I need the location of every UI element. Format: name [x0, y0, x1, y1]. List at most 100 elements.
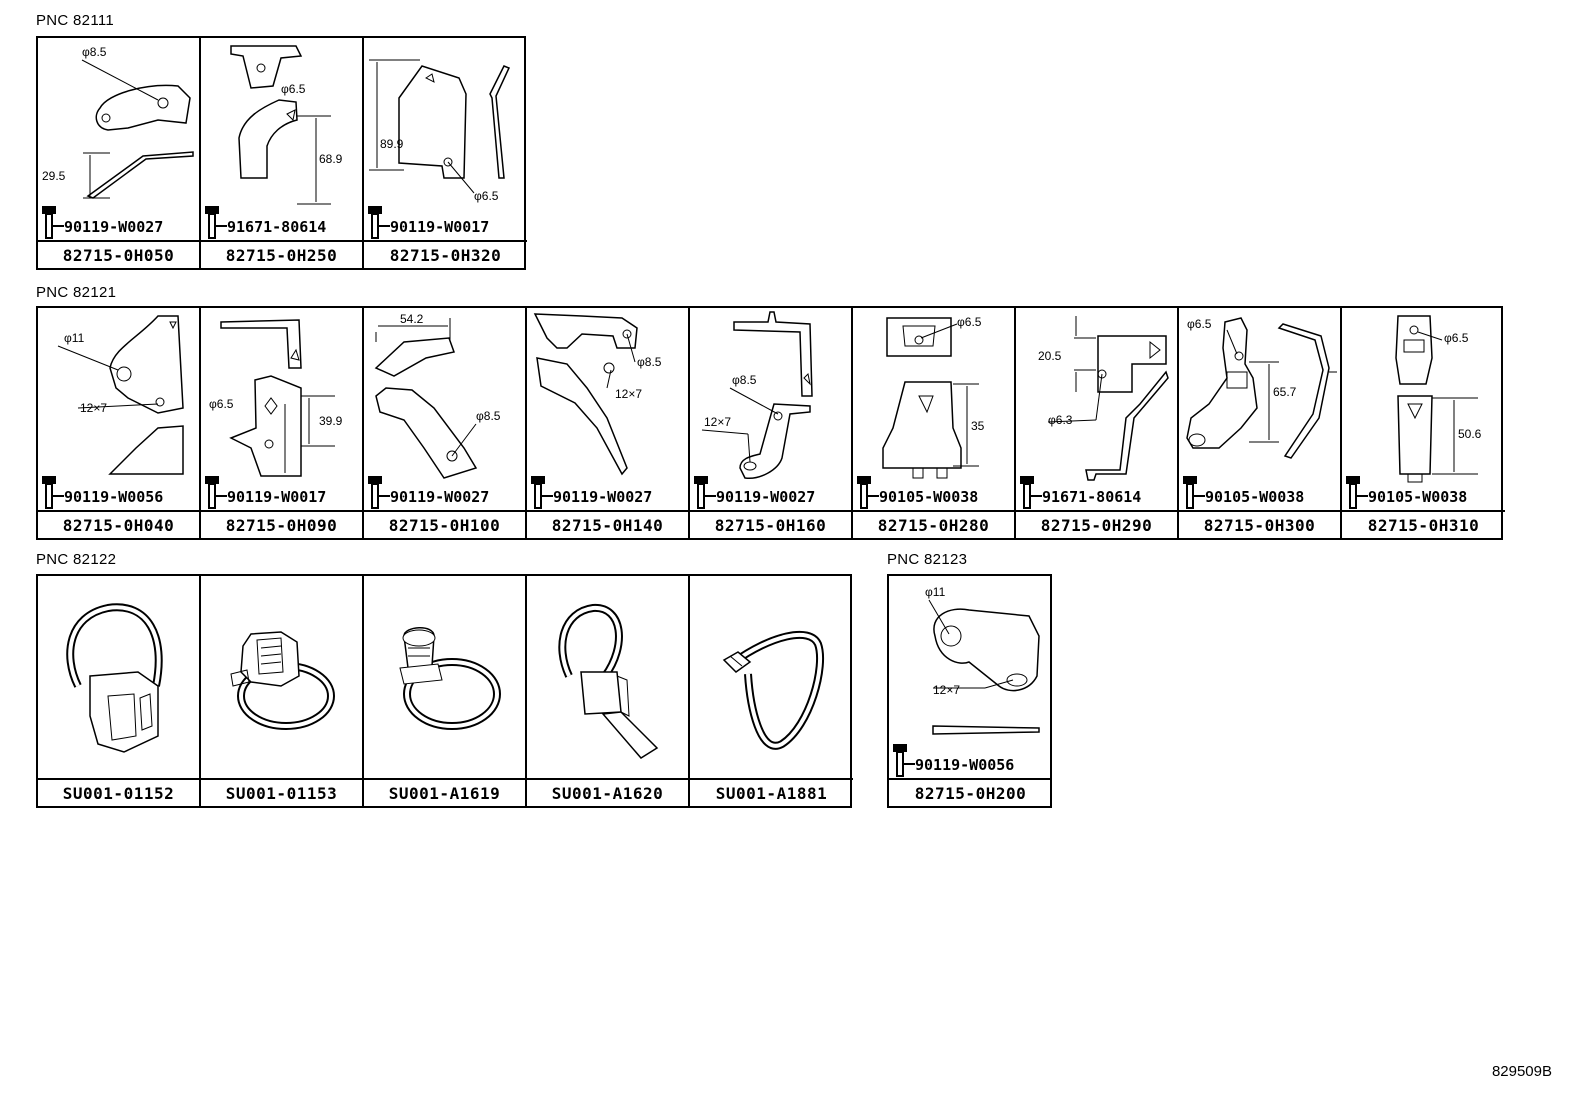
bolt-icon — [42, 476, 64, 509]
dim-label: 12×7 — [704, 415, 731, 429]
bracket-drawing: φ11 12×7 — [925, 585, 1040, 735]
bolt-part-number: 90119-W0027 — [716, 488, 816, 506]
bolt-icon — [531, 476, 553, 509]
part-cell[interactable]: φ6.5 39.9 90119-W0017 82715-0H090 — [201, 308, 364, 540]
dim-label: φ6.5 — [281, 82, 306, 96]
bolt-part-number: 90119-W0027 — [553, 488, 653, 506]
pnc-label-82123: PNC 82123 — [887, 551, 968, 568]
part-number[interactable]: 82715-0H040 — [38, 510, 199, 540]
part-cell[interactable]: φ6.5 65.7 90105-W0038 82715-0H300 — [1179, 308, 1342, 540]
part-number[interactable]: 82715-0H050 — [38, 240, 199, 270]
clamp-drawing — [722, 630, 825, 750]
part-number[interactable]: 82715-0H200 — [889, 778, 1052, 808]
part-cell[interactable]: φ6.5 68.9 91671-80614 82715-0H250 — [201, 38, 364, 270]
bolt-part-number: 90119-W0027 — [390, 488, 490, 506]
bracket-drawing: φ6.5 39.9 — [209, 319, 343, 477]
dim-label: 29.5 — [42, 169, 66, 183]
part-number[interactable]: 82715-0H290 — [1016, 510, 1177, 540]
part-number[interactable]: SU001-01153 — [201, 778, 362, 808]
dim-label: φ6.5 — [1444, 331, 1469, 345]
bolt-icon — [893, 744, 915, 777]
dim-label: φ8.5 — [637, 355, 662, 369]
part-cell[interactable]: 20.5 φ6.3 91671-80614 82715-0H290 — [1016, 308, 1179, 540]
dim-label: φ6.5 — [1187, 317, 1212, 331]
part-cell[interactable]: φ8.5 12×7 90119-W0027 82715-0H140 — [527, 308, 690, 540]
part-cell[interactable]: 54.2 φ8.5 90119-W0027 82715-0H100 — [364, 308, 527, 540]
bracket-drawing: φ6.5 35 — [882, 315, 985, 479]
dim-label: 39.9 — [319, 414, 343, 428]
bolt-icon — [42, 206, 64, 239]
part-cell[interactable]: 89.9 φ6.5 90119-W0017 82715-0H320 — [364, 38, 527, 270]
part-cell[interactable]: SU001-01152 — [38, 576, 201, 808]
dim-label: 50.6 — [1458, 427, 1482, 441]
dim-label: φ6.5 — [474, 189, 499, 203]
bracket-drawing: φ6.5 65.7 — [1186, 317, 1337, 459]
bolt-part-number: 91671-80614 — [1042, 488, 1142, 506]
bracket-drawing: φ8.5 12×7 — [533, 313, 662, 476]
dim-label: 54.2 — [400, 312, 424, 326]
part-grid-82121: φ11 12×7 90119-W0056 82715-0H040 φ6.5 39… — [36, 306, 1505, 540]
part-number[interactable]: SU001-A1619 — [364, 778, 525, 808]
clamp-drawing — [66, 603, 163, 753]
clamp-drawing — [230, 631, 335, 730]
bolt-icon — [857, 476, 879, 509]
part-number[interactable]: 82715-0H140 — [527, 510, 688, 540]
pnc-label-82111: PNC 82111 — [36, 12, 115, 29]
part-cell[interactable]: SU001-01153 — [201, 576, 364, 808]
part-grid-82123: φ11 12×7 90119-W0056 82715-0H200 — [887, 574, 1052, 808]
part-number[interactable]: 82715-0H090 — [201, 510, 362, 540]
bracket-drawing: 54.2 φ8.5 — [374, 312, 501, 479]
dim-label: φ8.5 — [476, 409, 501, 423]
bolt-part-number: 90105-W0038 — [1368, 488, 1468, 506]
dim-label: φ8.5 — [82, 45, 107, 59]
dim-label: 12×7 — [80, 401, 107, 415]
part-cell[interactable]: φ6.5 35 90105-W0038 82715-0H280 — [853, 308, 1016, 540]
part-grid-82111: φ8.5 29.5 90119-W0027 82715-0H050 φ6.5 6… — [36, 36, 527, 270]
part-cell[interactable]: SU001-A1619 — [364, 576, 527, 808]
part-number[interactable]: SU001-A1881 — [690, 778, 853, 808]
part-cell[interactable]: SU001-A1881 — [690, 576, 853, 808]
bracket-drawing: 89.9 φ6.5 — [369, 59, 511, 203]
bolt-icon — [368, 476, 390, 509]
bolt-icon — [1020, 476, 1042, 509]
bolt-icon — [205, 206, 227, 239]
dim-label: φ11 — [64, 331, 85, 345]
part-number[interactable]: 82715-0H250 — [201, 240, 362, 270]
bolt-part-number: 90119-W0017 — [227, 488, 327, 506]
part-number[interactable]: 82715-0H310 — [1342, 510, 1505, 540]
pnc-label-82122: PNC 82122 — [36, 551, 117, 568]
bolt-icon — [205, 476, 227, 509]
part-number[interactable]: SU001-A1620 — [527, 778, 688, 808]
part-cell[interactable]: φ8.5 12×7 90119-W0027 82715-0H160 — [690, 308, 853, 540]
part-number[interactable]: 82715-0H160 — [690, 510, 851, 540]
part-number[interactable]: 82715-0H300 — [1179, 510, 1340, 540]
bracket-drawing: 20.5 φ6.3 — [1038, 316, 1169, 481]
part-cell[interactable]: φ11 12×7 90119-W0056 82715-0H200 — [889, 576, 1052, 808]
part-cell[interactable]: φ11 12×7 90119-W0056 82715-0H040 — [38, 308, 201, 540]
dim-label: φ6.3 — [1048, 413, 1073, 427]
part-cell[interactable]: φ6.5 50.6 90105-W0038 82715-0H310 — [1342, 308, 1505, 540]
part-number[interactable]: 82715-0H280 — [853, 510, 1014, 540]
part-cell[interactable]: SU001-A1620 — [527, 576, 690, 808]
dim-label: φ11 — [925, 585, 946, 599]
bolt-part-number: 90119-W0027 — [64, 218, 164, 236]
dim-label: 20.5 — [1038, 349, 1062, 363]
clamp-drawing — [558, 604, 659, 759]
dim-label: φ8.5 — [732, 373, 757, 387]
dim-label: 12×7 — [933, 683, 960, 697]
pnc-label-82121: PNC 82121 — [36, 284, 117, 301]
part-number[interactable]: 82715-0H320 — [364, 240, 527, 270]
bolt-part-number: 90119-W0056 — [915, 756, 1015, 774]
dim-label: 68.9 — [319, 152, 343, 166]
dim-label: 12×7 — [615, 387, 642, 401]
bracket-drawing: φ11 12×7 — [57, 315, 184, 475]
part-cell[interactable]: φ8.5 29.5 90119-W0027 82715-0H050 — [38, 38, 201, 270]
bolt-part-number: 91671-80614 — [227, 218, 327, 236]
part-number[interactable]: 82715-0H100 — [364, 510, 525, 540]
illustration-reference-number: 829509B — [1491, 1063, 1552, 1080]
bolt-part-number: 90105-W0038 — [1205, 488, 1305, 506]
part-number[interactable]: SU001-01152 — [38, 778, 199, 808]
part-grid-82122: SU001-01152 SU001-01153 SU001-A1619 — [36, 574, 853, 808]
bracket-drawing: φ6.5 50.6 — [1395, 315, 1482, 483]
bolt-icon — [694, 476, 716, 509]
